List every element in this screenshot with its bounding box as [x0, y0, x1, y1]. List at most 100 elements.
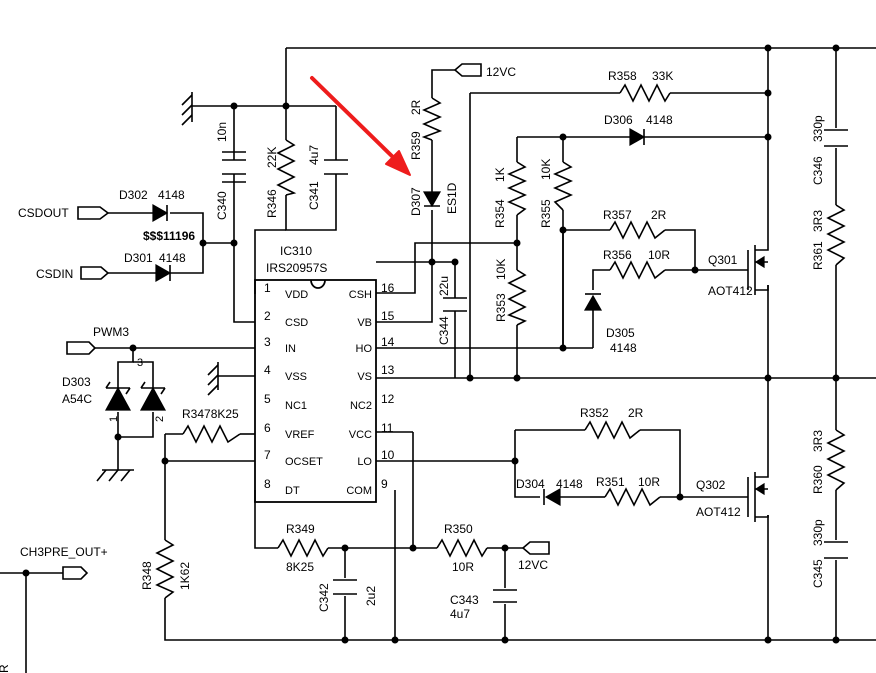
resistor-r355	[553, 161, 573, 211]
c344-val: 22u	[437, 276, 451, 296]
port-pwm3	[66, 341, 97, 355]
resistor-r349	[277, 538, 329, 558]
ic-part: IRS20957S	[266, 261, 327, 275]
resistor-r360	[826, 429, 846, 491]
c345-ref: C345	[811, 559, 825, 588]
resistor-r357	[609, 220, 666, 240]
q301-val: AOT412	[708, 284, 753, 298]
r356-ref: R356	[603, 248, 632, 262]
ic-right-pin-name: LO	[357, 456, 372, 468]
r348-ref: R348	[140, 561, 154, 590]
resistor-r359	[421, 97, 443, 141]
r355-val: 10K	[539, 159, 553, 180]
ic310: IC310 IRS20957S	[254, 244, 377, 503]
ic-left-pin-number: 1	[264, 281, 271, 295]
d302-ref: D302	[119, 188, 148, 202]
c343-ref: C343	[450, 593, 479, 607]
c345-val: 330p	[811, 519, 825, 546]
r361-ref: R361	[811, 241, 825, 270]
c343-val: 4u7	[450, 607, 470, 621]
ic-right-pin-name: VCC	[349, 429, 372, 441]
r357-val: 2R	[651, 208, 667, 222]
r347-ref: R3478K25	[182, 407, 239, 421]
r354-ref: R354	[493, 199, 507, 228]
resistor-r348	[155, 539, 175, 599]
ic-right-pin-number: 12	[381, 392, 395, 406]
ic-left-pin-name: VSS	[285, 371, 307, 383]
ic-right-pin-number: 14	[381, 335, 395, 349]
r352-ref: R352	[580, 406, 609, 420]
d304-val: 4148	[556, 477, 583, 491]
resistor-r351	[604, 487, 661, 507]
r349-val: 8K25	[286, 560, 314, 574]
d301-ref: D301	[124, 251, 153, 265]
r346-ref: R346	[265, 189, 279, 218]
r351-ref: R351	[596, 475, 625, 489]
port-label-csdout: CSDOUT	[18, 206, 69, 220]
resistor-r350	[436, 538, 488, 558]
c341-val: 4u7	[307, 145, 321, 165]
c346-val: 330p	[811, 115, 825, 142]
c340-ref: C340	[215, 191, 229, 220]
port-label-csdin: CSDIN	[36, 267, 73, 281]
ic-left-pin-name: NC1	[285, 400, 307, 412]
port-label-12vc-bottom: 12VC	[518, 558, 548, 572]
diode-d304	[543, 487, 561, 507]
port-csdin	[80, 266, 110, 280]
capacitor-c346	[824, 129, 848, 147]
ic-right-pin-name: NC2	[350, 400, 372, 412]
ic-right-pin-number: 15	[381, 309, 395, 323]
r351-val: 10R	[638, 475, 660, 489]
capacitor-c344	[443, 292, 467, 317]
ic-right-pin-number: 10	[381, 448, 395, 462]
r358-ref: R358	[608, 69, 637, 83]
r350-ref: R350	[444, 522, 473, 536]
ground-symbol-vss	[207, 362, 219, 396]
port-label-ch3pre: CH3PRE_OUT+	[20, 545, 108, 559]
resistor-r354	[507, 161, 527, 216]
ic-left-pin-name: DT	[285, 485, 300, 497]
r346-val: 22K	[265, 147, 279, 168]
resistor-r346	[276, 139, 297, 196]
port-csdout	[77, 206, 110, 220]
labels: CSDOUT CSDIN PWM3 CH3PRE_OUT+ 12VC 12VC …	[0, 65, 825, 673]
diode-d305	[583, 293, 603, 311]
ic-right-pin-number: 9	[381, 477, 388, 491]
junctions	[22, 44, 840, 644]
ic-right-pin-name: CSH	[349, 289, 372, 301]
port-ch3pre	[62, 566, 89, 580]
ic-left-pin-number: 7	[264, 448, 271, 462]
diode-d306	[629, 127, 648, 147]
r357-ref: R357	[603, 208, 632, 222]
d305-val: 4148	[610, 341, 637, 355]
ic-left-pin-number: 4	[264, 363, 271, 377]
q302-ref: Q302	[696, 478, 726, 492]
ic-left-pin-name: IN	[285, 343, 296, 355]
net-label: $$$11196	[143, 229, 195, 243]
resistor-r358	[619, 83, 671, 103]
q302-val: AOT412	[696, 505, 741, 519]
r358-val: 33K	[652, 69, 673, 83]
r350-val: 10R	[452, 560, 474, 574]
d302-val: 4148	[158, 188, 185, 202]
resistor-r347	[182, 424, 241, 444]
d307-ref: D307	[409, 187, 423, 216]
d303-val: A54C	[62, 392, 92, 406]
q301-ref: Q301	[708, 253, 738, 267]
r348-val: 1K62	[178, 562, 192, 590]
ic-left-pin-number: 6	[264, 421, 271, 435]
c342-val: 2u2	[364, 586, 378, 606]
d307-val: ES1D	[445, 182, 459, 214]
ic-right-pin-number: 16	[381, 281, 395, 295]
d303-ref: D303	[62, 375, 91, 389]
wires	[0, 47, 876, 673]
red-arrow-annotation	[310, 76, 411, 176]
r354-val: 1K	[493, 167, 507, 182]
mosfet-q301	[740, 240, 769, 295]
diode-d303	[104, 378, 167, 411]
ic-right-pin-name: HO	[356, 343, 373, 355]
resistor-r361	[826, 204, 846, 266]
